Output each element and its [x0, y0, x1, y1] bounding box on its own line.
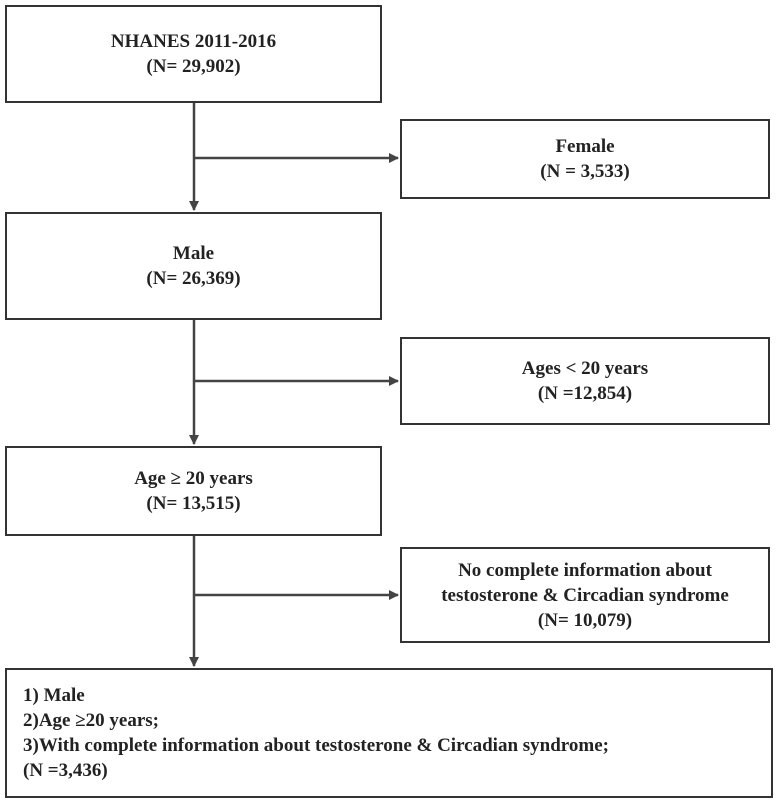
female-count: (N = 3,533) [540, 161, 630, 182]
male-count: (N= 26,369) [146, 268, 241, 289]
male-box: Male (N= 26,369) [5, 212, 382, 320]
no-complete-info-line1: No complete information about [458, 559, 712, 581]
final-criterion-age: 2)Age ≥20 years; [23, 710, 159, 731]
nhanes-title: NHANES 2011-2016 [110, 31, 277, 52]
age-20-plus-box: Age ≥ 20 years (N= 13,515) [5, 446, 382, 536]
final-sample-box: 1) Male 2)Age ≥20 years; 3)With complete… [5, 668, 773, 798]
age-20-plus-count: (N= 13,515) [146, 493, 241, 514]
nhanes-count: (N= 29,902) [146, 56, 241, 77]
female-box: Female (N = 3,533) [400, 119, 770, 199]
no-complete-info-box: No complete information about testostero… [400, 547, 770, 643]
final-count: (N =3,436) [23, 760, 108, 781]
no-complete-info-count: (N= 10,079) [537, 609, 633, 631]
ages-under-20-box: Ages < 20 years (N =12,854) [400, 337, 770, 425]
age-20-plus-label: Age ≥ 20 years [134, 468, 253, 489]
nhanes-box: NHANES 2011-2016 (N= 29,902) [5, 5, 382, 103]
no-complete-info-line2: testosterone & Circadian syndrome [441, 584, 729, 606]
ages-under-20-label: Ages < 20 years [521, 358, 649, 379]
final-criterion-male: 1) Male [23, 685, 85, 706]
ages-under-20-count: (N =12,854) [537, 383, 633, 404]
male-label: Male [172, 243, 215, 264]
female-label: Female [555, 136, 615, 157]
final-criterion-complete-info: 3)With complete information about testos… [23, 735, 609, 756]
